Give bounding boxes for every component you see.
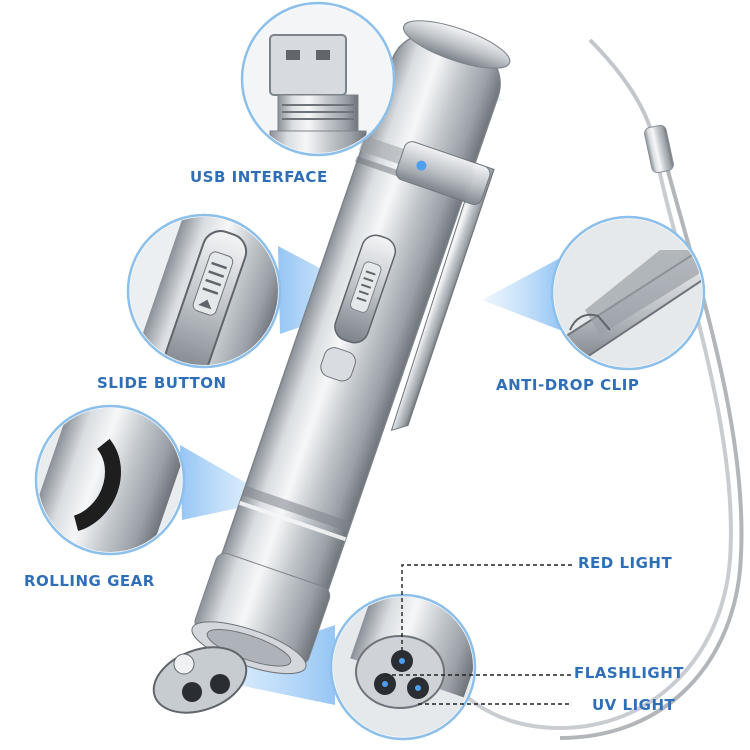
label-usb-interface: USB INTERFACE — [190, 168, 328, 186]
flashlight-body — [191, 20, 511, 675]
lanyard-clasp — [644, 124, 674, 174]
clip-icon — [554, 219, 702, 367]
label-flashlight: FLASHLIGHT — [574, 664, 685, 682]
callout-rolling-gear — [34, 404, 186, 556]
label-red-light: RED LIGHT — [578, 554, 673, 572]
label-slide-button: SLIDE BUTTON — [97, 374, 227, 392]
callout-lens-head — [329, 593, 477, 741]
callout-anti-drop-clip — [550, 215, 706, 371]
flashlight-lens-face — [152, 646, 248, 714]
gear-ring-icon — [38, 408, 182, 552]
label-rolling-gear: ROLLING GEAR — [24, 572, 155, 590]
leader-lines — [385, 564, 572, 705]
usb-connector-icon — [244, 5, 392, 153]
callout-usb-interface — [240, 1, 396, 157]
label-uv-light: UV LIGHT — [592, 696, 676, 714]
label-anti-drop-clip: ANTI-DROP CLIP — [496, 376, 640, 394]
